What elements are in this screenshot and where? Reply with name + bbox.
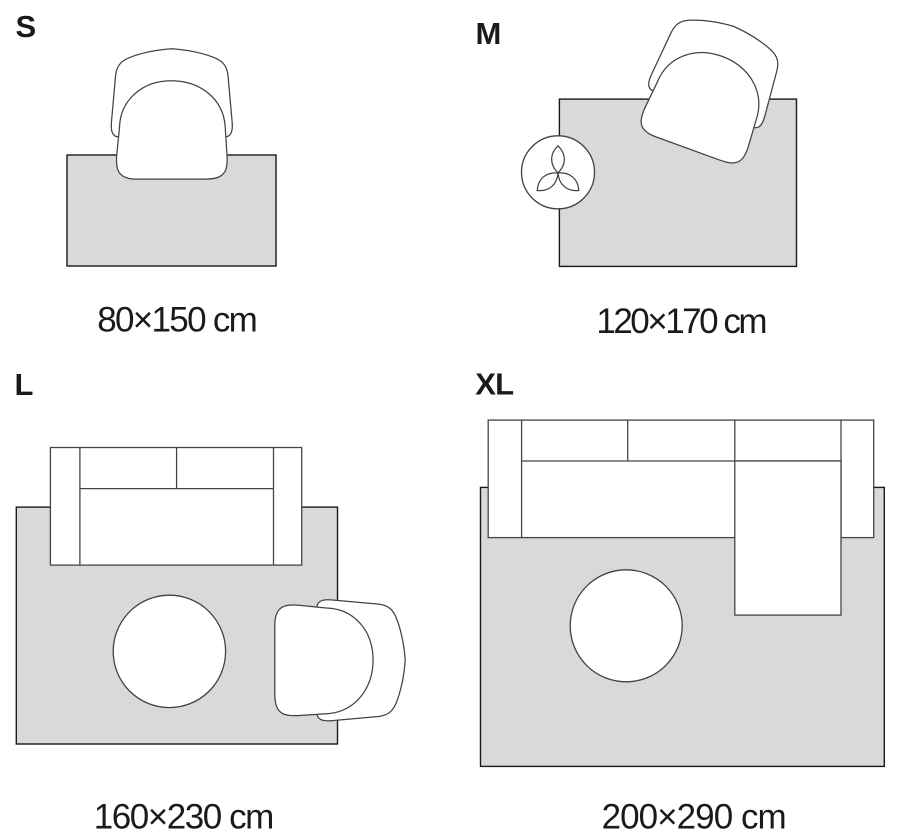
svg-text:S: S (16, 9, 37, 44)
svg-text:XL: XL (475, 367, 513, 402)
svg-text:200×290 cm: 200×290 cm (602, 797, 786, 836)
svg-text:L: L (15, 367, 34, 402)
svg-text:M: M (476, 16, 502, 51)
svg-text:160×230 cm: 160×230 cm (94, 798, 273, 837)
svg-text:120×170 cm: 120×170 cm (596, 302, 765, 341)
svg-text:80×150 cm: 80×150 cm (97, 301, 256, 340)
